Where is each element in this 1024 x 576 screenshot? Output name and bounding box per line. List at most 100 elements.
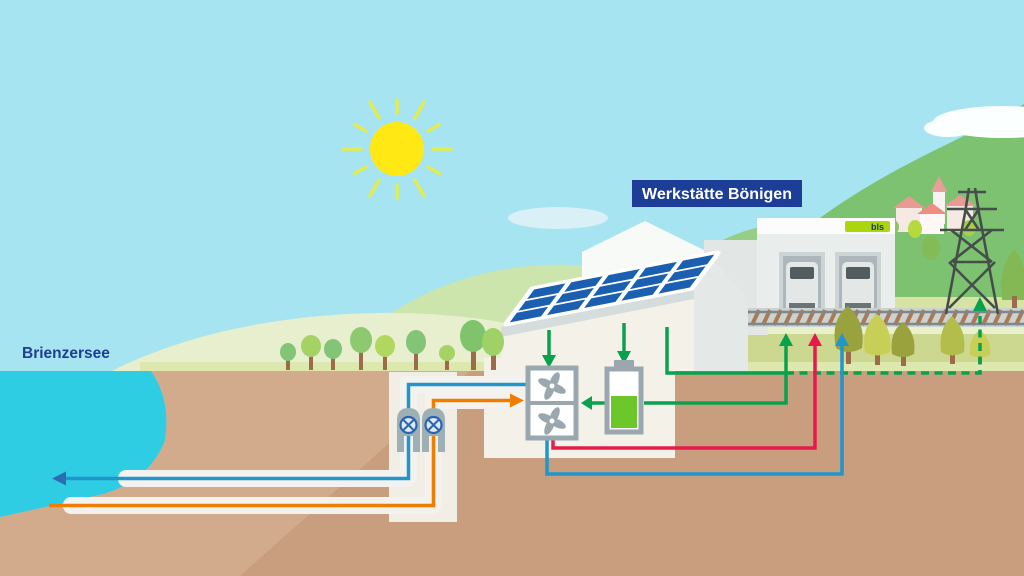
tree xyxy=(891,322,915,366)
solar-panel-cell xyxy=(564,276,603,292)
sun-ray xyxy=(352,122,368,133)
pump-right xyxy=(422,408,445,452)
electricity-lines xyxy=(547,323,788,405)
valve-icon xyxy=(424,415,443,435)
electricity-to-depot-arrowhead xyxy=(779,333,793,346)
sun-ray xyxy=(426,122,442,133)
cloud-mountain-lobe xyxy=(924,119,972,137)
sun-rays xyxy=(341,98,453,200)
sun-ray xyxy=(426,165,442,176)
tree xyxy=(922,236,940,260)
pump-left xyxy=(397,408,420,452)
pv-to-heatpump-arrowhead xyxy=(542,355,556,368)
house xyxy=(920,214,944,234)
pylon-bracing xyxy=(948,228,996,309)
tree xyxy=(940,316,965,364)
blue-arrowhead xyxy=(835,333,849,346)
sun-ray xyxy=(352,165,368,176)
house-roof xyxy=(893,196,925,208)
battery-feed-line xyxy=(644,344,788,405)
solar-panel-cell xyxy=(638,261,678,278)
solar-panel-cell xyxy=(667,266,706,282)
bls-logo xyxy=(845,221,890,232)
sun-icon xyxy=(341,98,453,200)
tree xyxy=(350,327,372,370)
solar-panel-cell xyxy=(621,285,660,301)
pylon-leg xyxy=(944,187,971,315)
red-line xyxy=(551,344,817,450)
intake-arrowhead xyxy=(510,393,524,408)
village-tree xyxy=(908,220,922,238)
solar-panel-cell xyxy=(630,273,669,290)
house-roof xyxy=(917,203,947,214)
sun-ray xyxy=(368,178,381,198)
church-spire xyxy=(931,176,947,192)
solar-panel-cell xyxy=(509,306,549,323)
sun-ray xyxy=(413,178,426,198)
sun-ray xyxy=(413,100,426,120)
solar-panel-cell xyxy=(527,283,566,300)
train-windshield xyxy=(846,267,870,279)
cloud-behind-hall xyxy=(508,207,608,229)
trees-left xyxy=(280,320,504,370)
tree xyxy=(439,345,455,370)
solar-panel-cell xyxy=(518,295,557,311)
train-bumper xyxy=(845,303,871,309)
lake-return-arrowhead xyxy=(52,471,66,486)
return-line xyxy=(545,333,849,476)
tree xyxy=(1001,250,1024,308)
water-pipes xyxy=(49,372,530,522)
train-bumper xyxy=(789,303,815,309)
valve-icon xyxy=(399,415,418,435)
tree xyxy=(406,330,426,370)
pipe-orange-intake xyxy=(49,398,510,508)
solar-panel-cell xyxy=(601,269,640,285)
house-roof xyxy=(944,195,976,206)
tree xyxy=(482,328,504,370)
fan-icon xyxy=(538,407,566,435)
grass-strip-pale xyxy=(555,327,1024,334)
train-windshield xyxy=(790,267,814,279)
red-arrowhead xyxy=(808,333,822,346)
pv-feed-line xyxy=(665,327,786,375)
battery-icon xyxy=(604,360,644,435)
dashed-green-line xyxy=(786,312,982,375)
werkstatt-badge: Werkstätte Bönigen xyxy=(632,180,802,207)
solar-panel-cell xyxy=(675,254,715,271)
village xyxy=(887,176,976,238)
grid-arrowhead xyxy=(973,297,987,311)
lake-label: Brienzersee xyxy=(22,345,110,362)
tree xyxy=(324,339,342,370)
pylon-bracing-top xyxy=(963,208,981,231)
train-depot: bls xyxy=(757,218,895,311)
heat-pump-unit xyxy=(525,365,579,441)
pylon-leg xyxy=(973,187,1000,315)
badge-label: Werkstätte Bönigen xyxy=(642,186,792,203)
village-tree xyxy=(962,220,976,236)
tree xyxy=(460,320,486,370)
grid-export-line xyxy=(786,297,987,375)
solar-panel-cell xyxy=(546,299,586,316)
roof-fascia xyxy=(501,289,694,337)
tree xyxy=(864,314,891,365)
solar-panel-cell xyxy=(584,292,623,308)
blue-line xyxy=(545,344,844,476)
pv-to-battery-arrowhead xyxy=(617,351,631,364)
depot-door-left xyxy=(779,252,825,311)
battery-to-heatpump-arrowhead xyxy=(581,396,592,410)
depot-door-right xyxy=(835,252,881,311)
fan-icon xyxy=(538,372,566,400)
sun-ray xyxy=(368,100,381,120)
sun-disc xyxy=(370,122,424,176)
battery-charge xyxy=(611,396,637,428)
solar-panels xyxy=(503,250,721,327)
power-pylon xyxy=(940,187,1004,315)
tree xyxy=(375,335,395,370)
solar-panel-cell xyxy=(592,280,632,297)
solar-panel-cell xyxy=(658,277,697,294)
tree xyxy=(301,335,321,370)
tree xyxy=(280,343,296,370)
heating-line xyxy=(551,333,822,450)
